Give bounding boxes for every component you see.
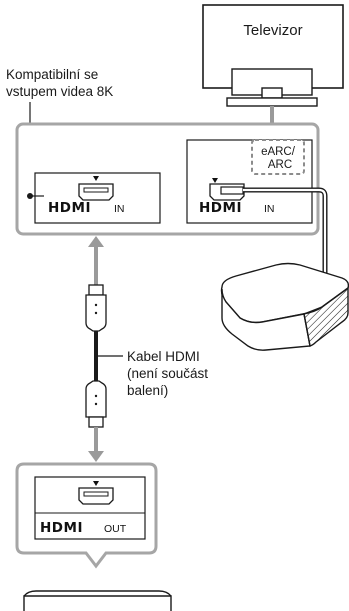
- hdmi-socket-inner-left: [83, 187, 109, 193]
- note-8k-line2: vstupem videa 8K: [6, 84, 113, 99]
- earc-cable-inner: [243, 188, 327, 285]
- cable-bottom-plug-dot-2: [94, 402, 98, 406]
- cable-bottom-plug-tip: [88, 416, 104, 428]
- tv-stand-base: [226, 97, 318, 107]
- hdmi-logo-out: HDMI: [40, 520, 83, 536]
- cable-arrow-up-tip: [88, 236, 104, 247]
- note-8k-line1: Kompatibilní se: [6, 67, 98, 82]
- hdmi-logo-right: HDMI: [199, 200, 242, 216]
- tv-label: Televizor: [243, 22, 302, 39]
- cable-top-plug-dot-1: [94, 303, 98, 307]
- cable-label-line2: (není součást: [127, 366, 208, 381]
- port-tag-right: IN: [264, 203, 275, 215]
- port-marker-out: [93, 481, 99, 486]
- hdmi-logo-left: HDMI: [48, 200, 91, 216]
- source-device-top: [23, 590, 172, 597]
- hdmi-socket-inner-out: [83, 491, 109, 497]
- earc-label-line2: ARC: [268, 159, 292, 171]
- external-device-box: [220, 262, 349, 351]
- cable-label-line3: balení): [127, 383, 168, 398]
- cable-label-line1: Kabel HDMI: [127, 349, 200, 364]
- cable-bottom-plug-body: [85, 380, 107, 418]
- source-device: [23, 590, 172, 611]
- port-marker-right: [212, 178, 218, 183]
- hdmi-out-port: HDMI OUT: [34, 476, 146, 540]
- source-device-outline: [23, 595, 172, 611]
- earc-label-line1: eARC/: [261, 146, 296, 158]
- earc-dashed-box: [251, 139, 305, 175]
- cable-bottom-plug-dot-1: [94, 394, 98, 398]
- hdmi-in-port-right: eARC/ ARC HDMI IN: [186, 139, 313, 224]
- port-marker-left: [93, 176, 99, 181]
- hdmi-cable-assembly: [85, 236, 123, 462]
- cable-top-plug-dot-2: [94, 311, 98, 315]
- tv-stand-neck: [261, 87, 283, 99]
- tv-illustration: Televizor: [202, 4, 344, 107]
- device-vent-side: [303, 286, 349, 347]
- port-tag-left: IN: [114, 203, 125, 215]
- cable-arrow-down-tip: [88, 451, 104, 462]
- cable-top-plug-tip: [88, 284, 104, 296]
- hdmi-in-port-left: HDMI IN: [27, 172, 161, 224]
- port-tag-out: OUT: [104, 523, 127, 535]
- hdmi-plug-right: [220, 186, 244, 195]
- port-box-out: [34, 476, 146, 540]
